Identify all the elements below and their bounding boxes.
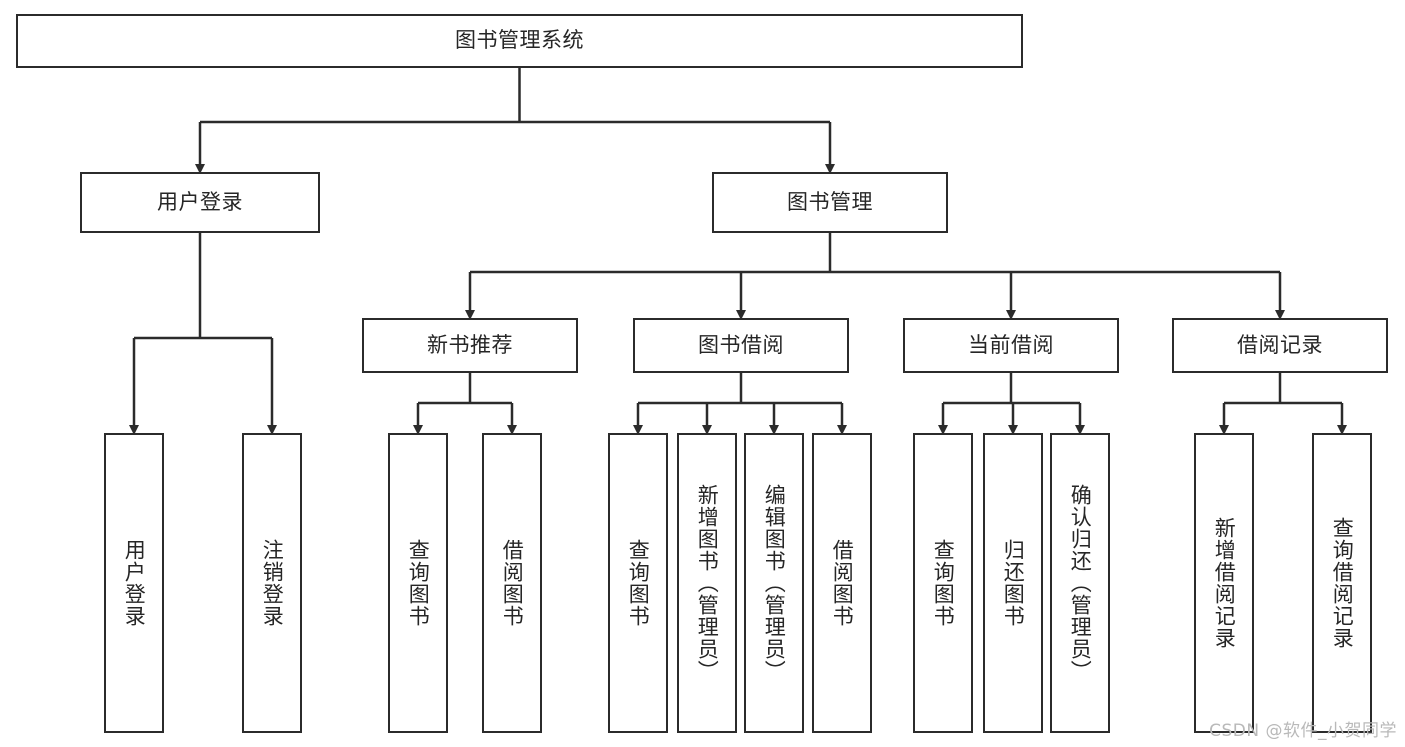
node-leaf-borrow-2[interactable]: 借阅图书 — [812, 433, 872, 733]
node-label: 查询图书 — [406, 539, 431, 627]
node-leaf-q-book-3[interactable]: 查询图书 — [913, 433, 973, 733]
node-new-book-rec[interactable]: 新书推荐 — [362, 318, 578, 373]
node-leaf-add-book[interactable]: 新增图书（管理员） — [677, 433, 737, 733]
node-label: 注销登录 — [260, 539, 285, 627]
node-current-borrow[interactable]: 当前借阅 — [903, 318, 1119, 373]
node-leaf-borrow-1[interactable]: 借阅图书 — [482, 433, 542, 733]
node-leaf-confirm[interactable]: 确认归还（管理员） — [1050, 433, 1110, 733]
node-label: 借阅图书 — [500, 539, 525, 627]
node-leaf-logout[interactable]: 注销登录 — [242, 433, 302, 733]
node-borrow-record[interactable]: 借阅记录 — [1172, 318, 1388, 373]
node-label: 用户登录 — [157, 189, 243, 214]
node-label: 确认归还（管理员） — [1068, 484, 1093, 682]
node-label: 查询图书 — [626, 539, 651, 627]
node-label: 查询图书 — [931, 539, 956, 627]
node-label: 新增借阅记录 — [1212, 517, 1237, 649]
node-book-manage[interactable]: 图书管理 — [712, 172, 948, 233]
node-user-login[interactable]: 用户登录 — [80, 172, 320, 233]
node-label: 图书管理系统 — [455, 28, 584, 53]
node-label: 新增图书（管理员） — [695, 484, 720, 682]
node-leaf-q-book-2[interactable]: 查询图书 — [608, 433, 668, 733]
node-leaf-edit-book[interactable]: 编辑图书（管理员） — [744, 433, 804, 733]
node-root[interactable]: 图书管理系统 — [16, 14, 1023, 68]
node-label: 借阅记录 — [1237, 332, 1323, 357]
node-leaf-q-rec[interactable]: 查询借阅记录 — [1312, 433, 1372, 733]
node-leaf-add-rec[interactable]: 新增借阅记录 — [1194, 433, 1254, 733]
node-label: 用户登录 — [122, 539, 147, 627]
node-book-borrow[interactable]: 图书借阅 — [633, 318, 849, 373]
node-label: 编辑图书（管理员） — [762, 484, 787, 682]
node-label: 新书推荐 — [427, 332, 513, 357]
node-label: 图书借阅 — [698, 332, 784, 357]
node-leaf-user-login[interactable]: 用户登录 — [104, 433, 164, 733]
node-leaf-return[interactable]: 归还图书 — [983, 433, 1043, 733]
node-label: 借阅图书 — [830, 539, 855, 627]
node-label: 图书管理 — [787, 189, 873, 214]
node-label: 归还图书 — [1001, 539, 1026, 627]
node-leaf-q-book-1[interactable]: 查询图书 — [388, 433, 448, 733]
node-label: 查询借阅记录 — [1330, 517, 1355, 649]
node-label: 当前借阅 — [968, 332, 1054, 357]
